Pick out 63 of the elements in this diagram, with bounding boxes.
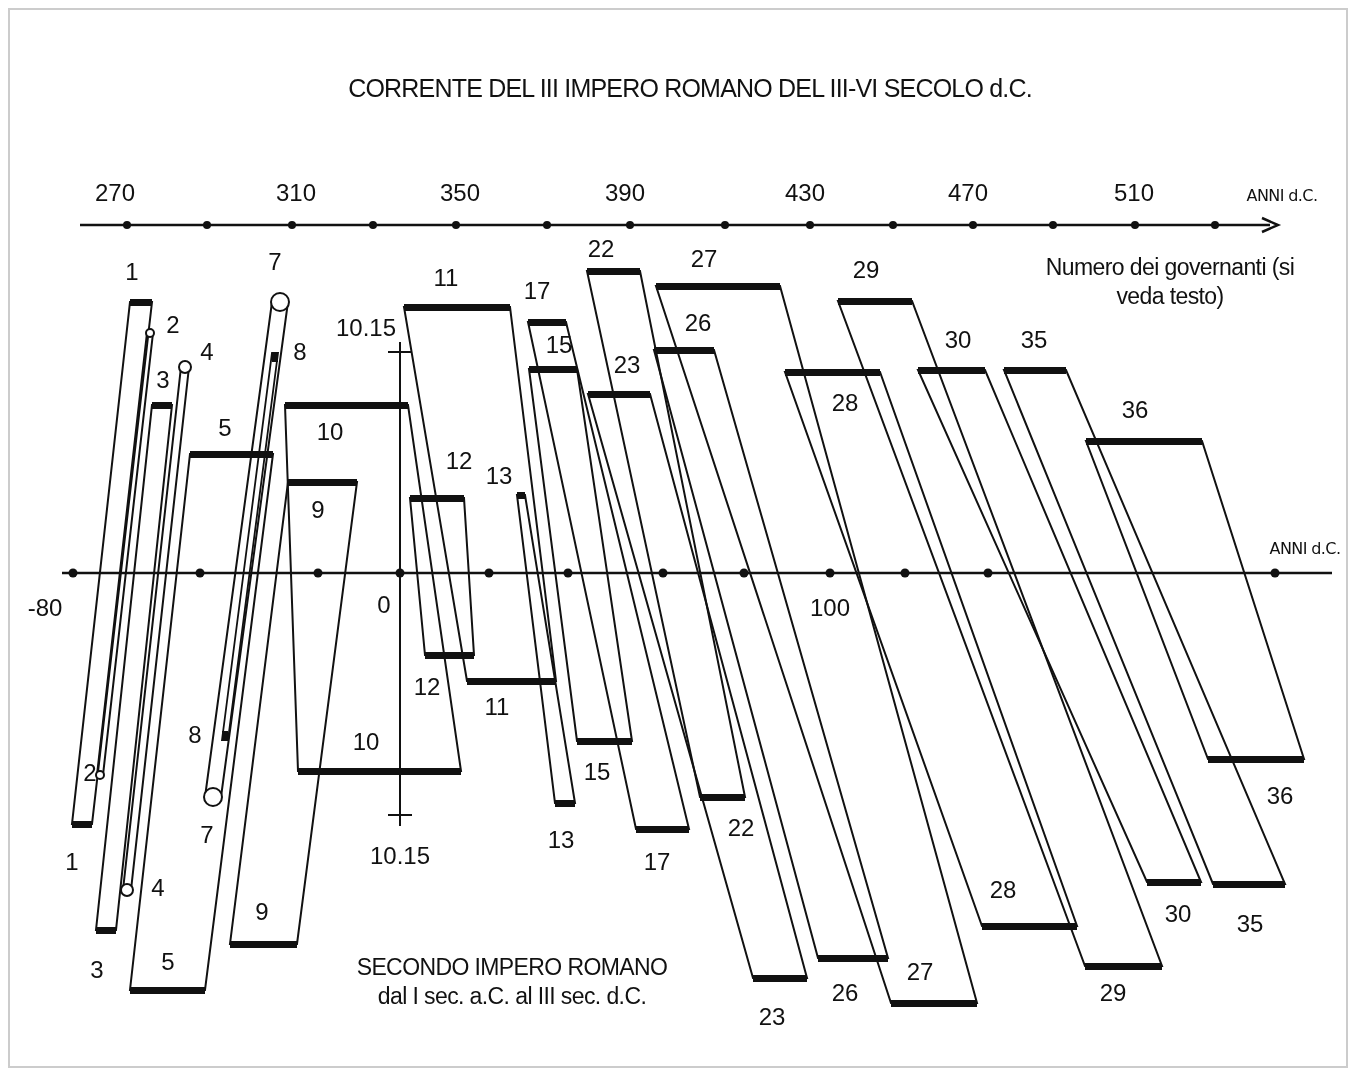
reign-number: 5	[218, 413, 232, 443]
marker-label: 10.15	[369, 841, 431, 871]
tick-label: 510	[1114, 178, 1154, 208]
reign-number: 2	[166, 310, 180, 340]
reign-number: 35	[1236, 909, 1264, 939]
reign-number: 7	[268, 247, 282, 277]
reign-number: 8	[188, 720, 202, 750]
reign-number: 10	[316, 417, 344, 447]
reign-number: 23	[613, 350, 641, 380]
tick-label: 310	[276, 178, 316, 208]
tick-label: -80	[27, 593, 63, 623]
reign-number: 26	[684, 308, 712, 338]
reign-number: 23	[758, 1002, 786, 1032]
reign-number: 29	[1099, 978, 1127, 1008]
axis-title: ANNI d.C.	[1246, 186, 1318, 206]
reign-number: 22	[587, 234, 615, 264]
reign-number: 27	[906, 957, 934, 987]
marker-label: 10.15	[335, 313, 397, 343]
reign-number: 3	[156, 365, 170, 395]
reign-number: 30	[944, 325, 972, 355]
reign-number: 2	[83, 758, 97, 788]
reign-number: 22	[727, 813, 755, 843]
tick-label: 270	[95, 178, 135, 208]
reign-number: 3	[90, 955, 104, 985]
diagram-title: CORRENTE DEL III IMPERO ROMANO DEL III-VI SECOLO d.C.	[348, 73, 1032, 103]
tick-label: 390	[605, 178, 645, 208]
reign-number: 4	[151, 873, 165, 903]
tick-label: 100	[810, 593, 850, 623]
period-note: SECONDO IMPERO ROMANO dal I sec. a.C. al III sec. d.C.	[355, 953, 669, 1011]
reign-number: 17	[643, 847, 671, 877]
reign-number: 1	[65, 847, 79, 877]
reign-number: 28	[831, 388, 859, 418]
reign-number: 36	[1121, 395, 1149, 425]
reign-number: 12	[445, 446, 473, 476]
axis-note: Numero dei governanti (si veda testo)	[1044, 253, 1296, 311]
tick-label: 0	[377, 590, 391, 620]
reign-number: 10	[352, 727, 380, 757]
reign-number: 30	[1164, 899, 1192, 929]
tick-label: 430	[785, 178, 825, 208]
tick-label: 470	[948, 178, 988, 208]
reign-number: 28	[989, 875, 1017, 905]
reign-number: 13	[485, 461, 513, 491]
reign-number: 9	[311, 495, 325, 525]
axis-title: ANNI d.C.	[1269, 539, 1341, 559]
reign-number: 26	[831, 978, 859, 1008]
tick-label: 350	[440, 178, 480, 208]
reign-number: 9	[255, 897, 269, 927]
reign-number: 36	[1266, 781, 1294, 811]
reign-number: 27	[690, 244, 718, 274]
reign-number: 35	[1020, 325, 1048, 355]
reign-number: 4	[200, 337, 214, 367]
reign-number: 15	[545, 330, 573, 360]
reign-number: 17	[523, 276, 551, 306]
reign-number: 13	[547, 825, 575, 855]
reign-number: 29	[852, 255, 880, 285]
reign-number: 15	[583, 757, 611, 787]
reign-number: 11	[484, 692, 510, 722]
reign-number: 5	[161, 947, 175, 977]
reign-number: 8	[293, 337, 307, 367]
reign-number: 7	[200, 820, 214, 850]
reign-number: 12	[413, 672, 441, 702]
reign-number: 1	[125, 257, 139, 287]
reign-number: 11	[433, 263, 459, 293]
